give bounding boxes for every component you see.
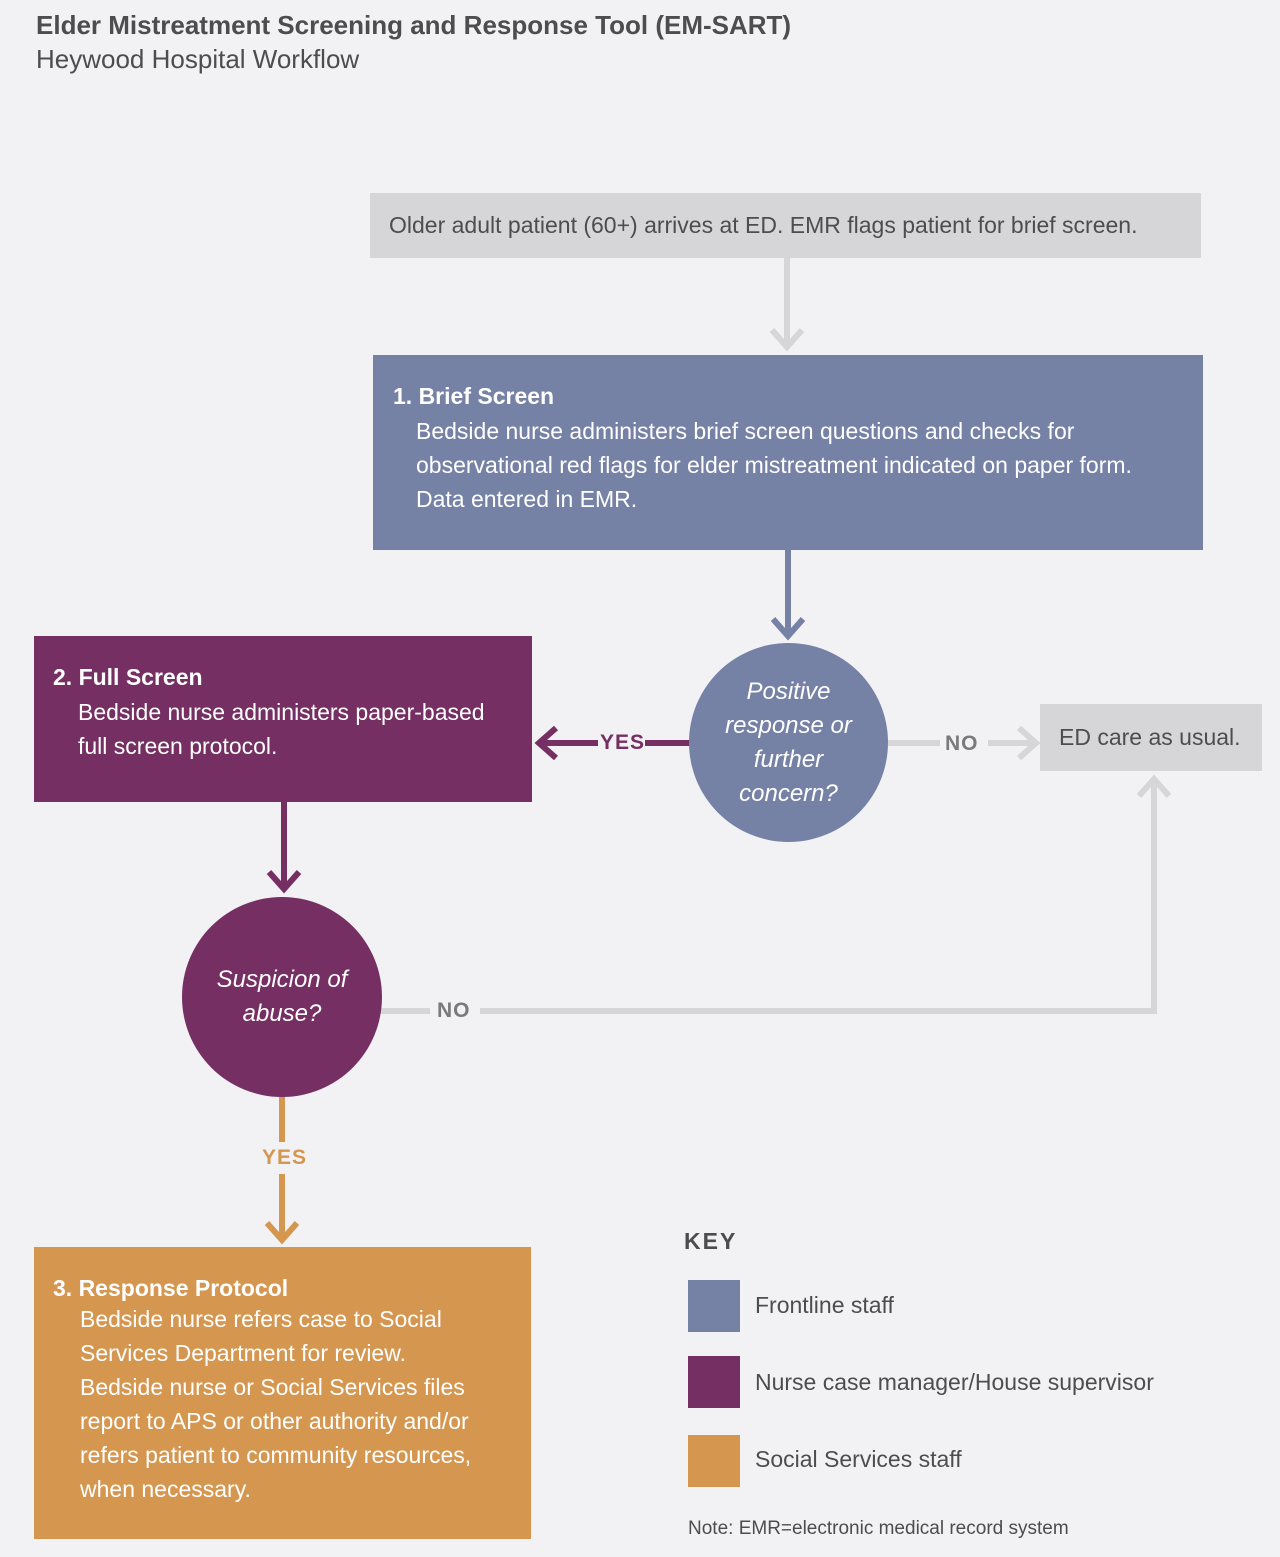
arrowhead-decision1-no	[1017, 725, 1041, 761]
arrowhead-full-to-decision2	[266, 870, 302, 894]
full-screen-title: 2. Full Screen	[53, 664, 203, 690]
footnote: Note: EMR=electronic medical record syst…	[688, 1518, 1069, 1539]
decision-suspicion-of-abuse: Suspicion of abuse?	[182, 897, 382, 1097]
arrowhead-decision1-yes	[534, 725, 558, 761]
key-swatch-frontline	[688, 1280, 740, 1332]
key-swatch-nurse-manager	[688, 1356, 740, 1408]
decision-positive-response-text: Positive response or further concern?	[725, 677, 852, 807]
key-label-frontline: Frontline staff	[755, 1292, 894, 1318]
response-protocol-box: 3. Response Protocol Bedside nurse refer…	[34, 1247, 531, 1539]
label-yes-response: YES	[262, 1146, 308, 1169]
arrival-box: Older adult patient (60+) arrives at ED.…	[370, 193, 1201, 258]
response-protocol-body: Bedside nurse refers case to Social Serv…	[80, 1306, 472, 1502]
ed-care-text: ED care as usual.	[1059, 724, 1241, 750]
page-subtitle: Heywood Hospital Workflow	[36, 44, 360, 74]
decision-suspicion-text: Suspicion of abuse?	[216, 966, 348, 1027]
full-screen-box: 2. Full Screen Bedside nurse administers…	[34, 636, 532, 802]
arrowhead-brief-to-decision	[770, 617, 806, 641]
arrowhead-decision2-no	[1136, 774, 1172, 798]
key-label-nurse-manager: Nurse case manager/House supervisor	[755, 1369, 1154, 1395]
key-label-social-services: Social Services staff	[755, 1446, 962, 1472]
key-swatch-social-services	[688, 1435, 740, 1487]
page-title: Elder Mistreatment Screening and Respons…	[36, 10, 792, 40]
arrowhead-arrival-to-brief	[769, 328, 805, 352]
brief-screen-box: 1. Brief Screen Bedside nurse administer…	[373, 355, 1203, 550]
full-screen-body: Bedside nurse administers paper-based fu…	[78, 699, 485, 759]
brief-screen-title: 1. Brief Screen	[393, 383, 555, 409]
connector-decision2-no-route	[480, 781, 1157, 1014]
label-no-suspicion: NO	[437, 999, 471, 1022]
response-protocol-title: 3. Response Protocol	[53, 1275, 289, 1301]
key-title: KEY	[684, 1228, 738, 1254]
brief-screen-body: Bedside nurse administers brief screen q…	[416, 418, 1132, 512]
decision-positive-response: Positive response or further concern?	[689, 643, 888, 842]
arrowhead-decision2-yes	[264, 1221, 300, 1245]
label-yes-full-screen: YES	[600, 731, 646, 754]
ed-care-box: ED care as usual.	[1040, 704, 1262, 771]
label-no-ed-care: NO	[945, 732, 979, 755]
arrival-text: Older adult patient (60+) arrives at ED.…	[389, 212, 1138, 238]
